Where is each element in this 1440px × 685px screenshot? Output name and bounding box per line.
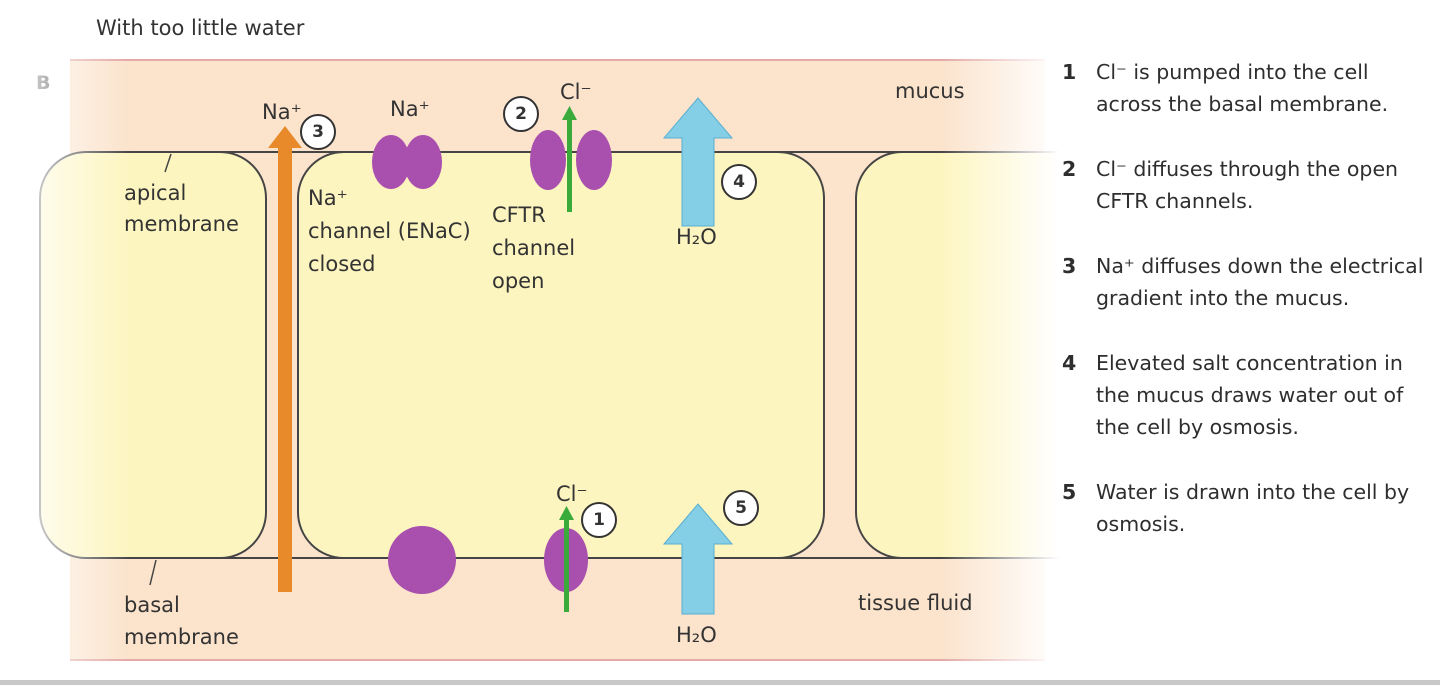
basal-label-line1: basal — [124, 593, 180, 617]
apical-label-line2: membrane — [124, 212, 239, 236]
mucus-label: mucus — [895, 79, 965, 103]
key-number: 3 — [1062, 254, 1077, 278]
key-item-5: 5 Water is drawn into the cell by osmosi… — [1062, 476, 1432, 540]
apical-label-line1: apical — [124, 181, 186, 205]
cl-arrow-bottom-head — [559, 506, 574, 520]
key-number: 2 — [1062, 157, 1077, 181]
enac-channel-right — [404, 135, 442, 189]
enac-na-label: Na⁺ — [390, 97, 430, 121]
na-arrow-label: Na⁺ — [262, 100, 302, 124]
key-text: Water is drawn into the cell by osmosis. — [1096, 480, 1410, 536]
cl-arrow-bottom-shaft — [564, 518, 569, 612]
basal-pointer — [149, 559, 157, 586]
key-number: 1 — [1062, 60, 1077, 84]
cftr-label-line3: open — [492, 269, 544, 293]
key-text: Na⁺ diffuses down the electrical gradien… — [1096, 254, 1424, 310]
water-arrow-top — [662, 97, 734, 227]
enac-label-line1: Na⁺ — [308, 186, 348, 210]
cl-bottom-label: Cl⁻ — [556, 482, 588, 506]
key-number: 4 — [1062, 351, 1077, 375]
step-marker-3: 3 — [300, 114, 336, 150]
na-arrow-shaft — [278, 148, 292, 592]
key-item-1: 1 Cl⁻ is pumped into the cell across the… — [1062, 56, 1432, 120]
tissue-fluid-label: tissue fluid — [858, 591, 973, 615]
step-marker-2: 2 — [503, 96, 539, 132]
key-item-4: 4 Elevated salt concentration in the muc… — [1062, 347, 1432, 443]
left-fade — [0, 58, 130, 664]
key-item-3: 3 Na⁺ diffuses down the electrical gradi… — [1062, 250, 1432, 314]
cell-diagram: 3 2 4 1 5 mucus tissue fluid apical memb… — [0, 58, 1060, 664]
step-marker-5: 5 — [723, 490, 759, 526]
figure-title: With too little water — [96, 16, 305, 40]
bottom-scroll-edge — [0, 680, 1440, 685]
cftr-label-line1: CFTR — [492, 203, 546, 227]
key-number: 5 — [1062, 480, 1077, 504]
svg-text:2: 2 — [515, 104, 527, 124]
right-fade — [940, 58, 1060, 664]
basal-pump — [388, 526, 456, 594]
cftr-label-line2: channel — [492, 236, 575, 260]
svg-text:1: 1 — [593, 510, 605, 530]
enac-label-line2: channel (ENaC) — [308, 219, 471, 243]
key-text: Cl⁻ diffuses through the open CFTR chann… — [1096, 157, 1399, 213]
na-arrow-head — [268, 126, 302, 148]
h2o-bottom-label: H₂O — [676, 623, 717, 647]
step-marker-4: 4 — [721, 164, 757, 200]
apical-pointer — [164, 153, 172, 173]
water-arrow-bottom — [662, 503, 734, 615]
svg-text:3: 3 — [312, 122, 324, 142]
key-item-2: 2 Cl⁻ diffuses through the open CFTR cha… — [1062, 153, 1432, 217]
enac-channel-left — [372, 135, 410, 189]
key-text: Elevated salt concentration in the mucus… — [1096, 351, 1404, 439]
svg-text:5: 5 — [735, 498, 747, 518]
basal-label-line2: membrane — [124, 625, 239, 649]
svg-text:4: 4 — [733, 172, 745, 192]
cftr-channel-right — [576, 130, 612, 190]
step-marker-1: 1 — [581, 502, 617, 538]
h2o-top-label: H₂O — [676, 225, 717, 249]
cl-arrow-top-shaft — [567, 118, 572, 212]
cl-top-label: Cl⁻ — [560, 80, 592, 104]
cftr-channel-left — [530, 130, 566, 190]
steps-key: 1 Cl⁻ is pumped into the cell across the… — [1062, 56, 1432, 573]
key-text: Cl⁻ is pumped into the cell across the b… — [1096, 60, 1389, 116]
cl-arrow-top-head — [562, 106, 577, 120]
enac-label-line3: closed — [308, 252, 375, 276]
